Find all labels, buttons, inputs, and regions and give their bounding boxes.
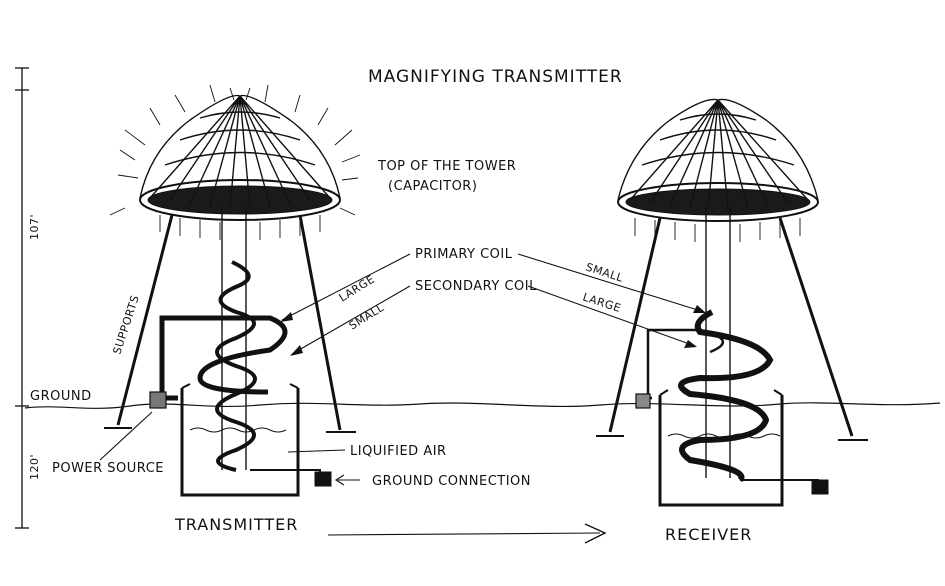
primary-coil-label: PRIMARY COIL (415, 247, 513, 262)
ground-line (24, 402, 941, 409)
receiver-tower (596, 98, 868, 507)
receiver-column (705, 207, 731, 478)
transmitter-capacitor-dome (109, 84, 361, 240)
ground-connection-label: GROUND CONNECTION (372, 474, 531, 489)
receiver-capacitor-dome (617, 98, 819, 242)
height-above-label: 107' (28, 214, 41, 240)
small-left-label: SMALL (347, 301, 387, 333)
receiver-tank (658, 389, 784, 507)
transmitter-ground-connection (314, 471, 332, 487)
leader-lines (99, 253, 705, 544)
secondary-coil-label: SECONDARY COIL (415, 279, 537, 294)
ground-label: GROUND (30, 389, 92, 404)
power-source-label: POWER SOURCE (52, 461, 164, 476)
diagram-title: MAGNIFYING TRANSMITTER (368, 67, 623, 87)
receiver-ground-connection (811, 479, 829, 495)
capacitor-label: (CAPACITOR) (388, 179, 477, 194)
receiver-secondary-coil (678, 309, 774, 483)
height-scale (15, 67, 29, 529)
transmitter-label: TRANSMITTER (174, 515, 298, 534)
transmitter-tower (104, 84, 361, 497)
transmitter-ground-wire (250, 469, 321, 476)
power-source-box (149, 391, 167, 409)
liquified-air-label: LIQUIFIED AIR (350, 444, 447, 459)
height-below-label: 120' (28, 454, 41, 480)
transmitter-secondary-coil (215, 260, 257, 472)
receiver-ground-wire (740, 479, 819, 486)
receiver-power-box (635, 393, 651, 409)
leader-arrowheads (280, 305, 706, 356)
large-right-label: LARGE (581, 290, 623, 315)
transmitter-supports (104, 214, 356, 433)
top-of-tower-label: TOP OF THE TOWER (377, 159, 516, 174)
transmitter-tank (180, 383, 300, 497)
receiver-label: RECEIVER (665, 525, 752, 544)
